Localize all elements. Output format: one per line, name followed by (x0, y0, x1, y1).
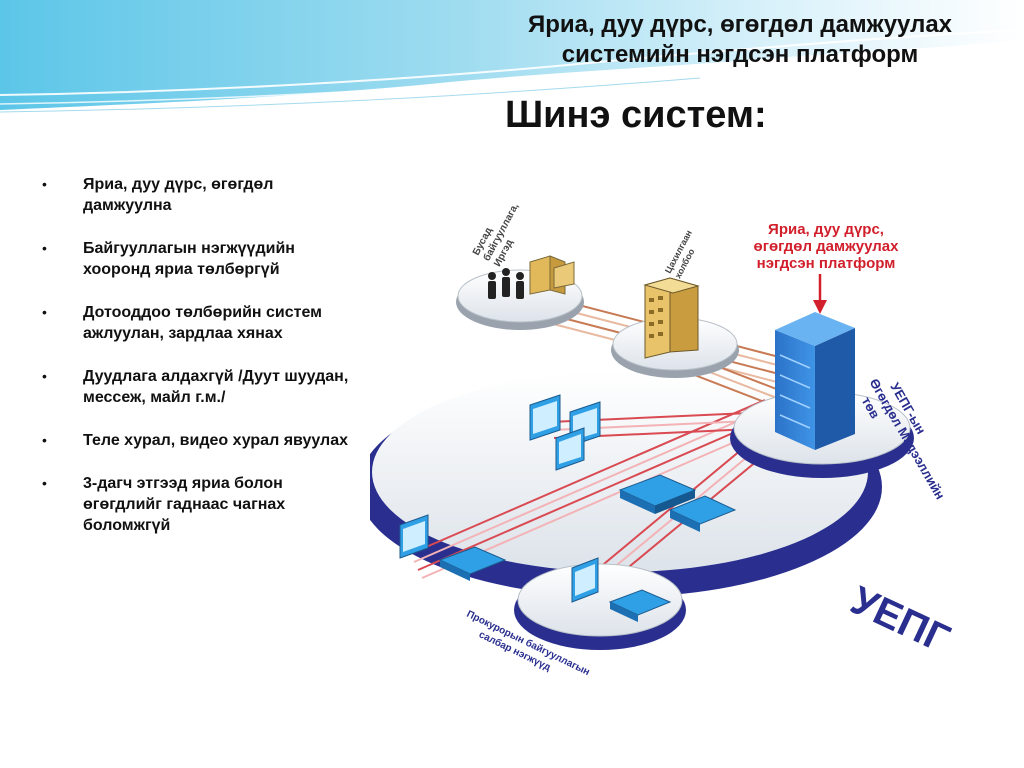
citizens-people-icon (488, 268, 524, 299)
bullet-line: Дуудлага алдахгүй /Дуут шуудан, (83, 368, 349, 385)
bullet-symbol: • (42, 176, 47, 192)
bullet-line: дамжуулна (83, 197, 172, 214)
bullet-line: Дотооддоо төлбөрийн систем (83, 304, 322, 321)
bullet-item: • Дотооддоо төлбөрийн систем ажлуулан, з… (40, 302, 420, 344)
workstation-left-icon (399, 514, 507, 581)
bullet-symbol: • (42, 475, 47, 491)
telecom-building-icon (643, 277, 700, 359)
bullet-line: Байгууллагын нэгжүүдийн (83, 240, 295, 257)
bullet-line: Яриа, дуу дүрс, өгөгдөл (83, 176, 274, 193)
bullet-symbol: • (42, 240, 47, 256)
header-title: Яриа, дуу дүрс, өгөгдөл дамжуулах систем… (470, 10, 1010, 70)
other-orgs-platform: Бусад байгууллага, Иргэд (456, 201, 584, 330)
network-label: УЕПГ (844, 578, 956, 661)
bullet-line: өгөгдлийг гаднаас чагнах (83, 496, 286, 513)
header-title-line1: Яриа, дуу дүрс, өгөгдөл дамжуулах (527, 11, 953, 38)
bullet-item: • Дуудлага алдахгүй /Дуут шуудан, мессеж… (40, 366, 420, 408)
header-title-line2: системийн нэгдсэн платформ (561, 41, 919, 68)
bullet-line: хооронд яриа төлбөргүй (83, 261, 280, 278)
branch-workstation-icon (571, 557, 672, 622)
branch-units-platform (514, 563, 686, 650)
bullet-item: • 3-дагч этгээд яриа болон өгөгдлийг гад… (40, 473, 420, 536)
bullet-line: мессеж, майл г.м./ (83, 389, 226, 406)
bullet-symbol: • (42, 368, 47, 384)
bullet-item: • Яриа, дуу дүрс, өгөгдөл дамжуулна (40, 174, 420, 216)
platform-callout: Яриа, дуу дүрс, өгөгдөл дамжуулах нэгдсэ… (754, 221, 900, 272)
bullet-item: • Теле хурал, видео хурал явуулах (40, 430, 420, 451)
videoconference-monitors-icon (529, 394, 601, 471)
other-orgs-label: Бусад байгууллага, Иргэд (471, 201, 521, 269)
telecom-label: Цахилгаан холбоо (663, 228, 697, 280)
header-wave-background (0, 0, 1024, 113)
bullet-symbol: • (42, 304, 47, 320)
ip-phones-center-icon (618, 474, 737, 532)
platform-label-line2: өгөгдөл дамжуулах (754, 238, 900, 255)
platform-label-line1: Яриа, дуу дүрс, (768, 221, 884, 238)
platform-arrow-icon (813, 274, 827, 314)
bullet-list: • Яриа, дуу дүрс, өгөгдөл дамжуулна • Ба… (40, 174, 420, 558)
bullet-item: • Байгууллагын нэгжүүдийн хооронд яриа т… (40, 238, 420, 280)
network-diagram: Бусад байгууллага, Иргэд Цахи (370, 201, 956, 678)
bullet-line: Теле хурал, видео хурал явуулах (83, 432, 349, 449)
telecom-platform: Цахилгаан холбоо (611, 228, 739, 378)
bullet-symbol: • (42, 432, 47, 448)
server-tower-icon (775, 312, 855, 450)
bullet-line: ажлуулан, зардлаа хянах (83, 325, 283, 342)
bullet-line: 3-дагч этгээд яриа болон (83, 475, 283, 492)
subtitle: Шинэ систем: (505, 94, 767, 136)
platform-label-line3: нэгдсэн платформ (757, 255, 896, 272)
bullet-line: боломжгүй (83, 517, 171, 534)
buildings-icon (529, 255, 575, 295)
